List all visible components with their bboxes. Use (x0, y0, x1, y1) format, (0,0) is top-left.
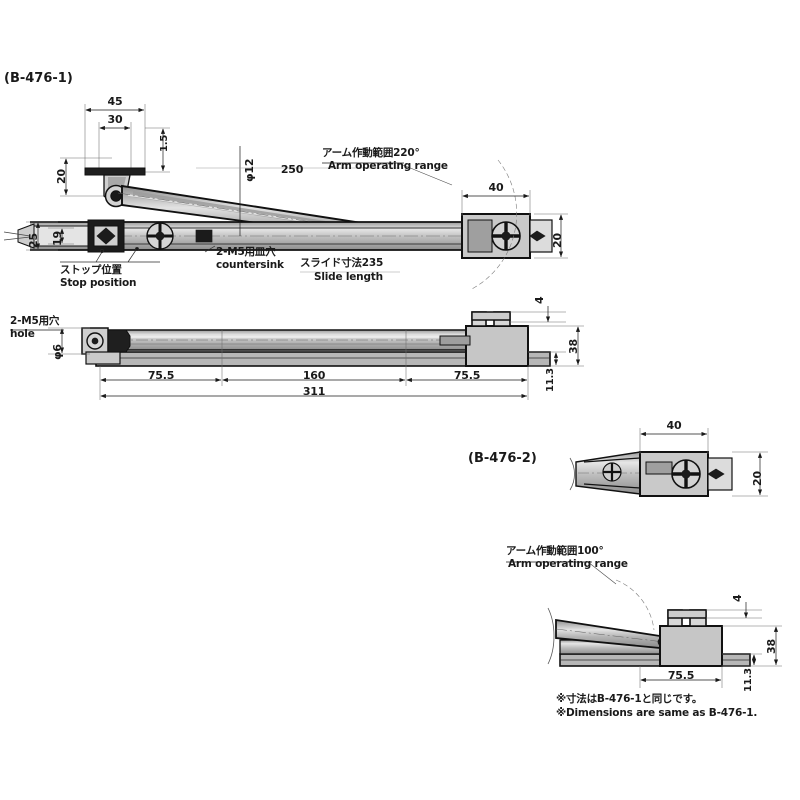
callout-countersink-jp: 2-M5用皿穴 (216, 246, 276, 258)
callout-m5-hole-jp: 2-M5用穴 (10, 315, 60, 327)
dim-middle-segment: 160 (302, 369, 326, 382)
dim-b2-length: 75.5 (667, 669, 695, 682)
dim-rail-inner: 19 (51, 231, 64, 246)
callout-slide-length: スライド寸法235 Slide length (300, 257, 384, 282)
callout-arm-range-220-jp: アーム作動範囲220° (322, 147, 420, 159)
view-side-geometry (10, 306, 584, 400)
callout-stop-position: ストップ位置 Stop position (60, 264, 137, 290)
dim-b2-top-step: 4 (731, 594, 744, 602)
view-tag-b476-2: (B-476-2) (468, 451, 537, 466)
dim-arm-diameter: φ12 (243, 158, 256, 182)
dim-right-segment: 75.5 (453, 369, 481, 382)
view-b2-side-geometry (506, 561, 782, 688)
dim-arm-length: 250 (280, 163, 304, 176)
callout-arm-range-100-jp: アーム作動範囲100° (506, 545, 604, 557)
dim-b2-block-width: 40 (666, 419, 682, 432)
dim-b2-block-height-side: 38 (765, 639, 778, 654)
callout-countersink: 2-M5用皿穴 countersink (216, 246, 284, 272)
footnote-en: ※Dimensions are same as B-476-1. (556, 707, 758, 720)
dim-block-height: 38 (567, 339, 580, 354)
dim-bracket-thickness: 1.5 (159, 134, 170, 152)
dim-slide-block-width: 40 (488, 181, 504, 194)
callout-stop-position-jp: ストップ位置 (60, 264, 122, 276)
dim-bracket-height: 20 (55, 169, 68, 184)
callout-countersink-en: countersink (216, 259, 284, 272)
dim-b2-block-height: 20 (751, 471, 764, 486)
dim-left-segment: 75.5 (147, 369, 175, 382)
view-b2-plan-geometry (569, 428, 768, 497)
view-tag-b476-1: (B-476-1) (4, 71, 73, 86)
callout-arm-range-100-en: Arm operating range (508, 558, 628, 571)
callout-stop-position-en: Stop position (60, 277, 137, 290)
dim-slide-block-height: 20 (551, 233, 564, 248)
callout-arm-range-220: アーム作動範囲220° Arm operating range (322, 147, 448, 171)
dim-rail-height: 25 (27, 233, 40, 248)
dim-rail-thickness: 11.3 (545, 368, 556, 392)
callout-arm-range-220-en: Arm operating range (328, 160, 448, 173)
callout-m5-hole: 2-M5用穴 hole (10, 315, 60, 341)
dim-overall-length: 311 (302, 385, 326, 398)
view-top-geometry (3, 104, 568, 291)
dim-hole-diameter: φ6 (51, 344, 64, 360)
dim-bracket-width-inner: 30 (107, 113, 123, 126)
dim-top-step: 4 (533, 296, 546, 304)
callout-m5-hole-en: hole (10, 328, 35, 341)
dim-b2-rail-thickness: 11.3 (743, 668, 754, 692)
dim-bracket-width-outer: 45 (107, 95, 123, 108)
footnote-jp: ※寸法はB-476-1と同じです。 (556, 693, 703, 705)
callout-slide-length-en: Slide length (314, 271, 383, 284)
footnote: ※寸法はB-476-1と同じです。 ※Dimensions are same a… (556, 693, 758, 720)
callout-slide-length-jp: スライド寸法235 (300, 257, 384, 269)
callout-arm-range-100: アーム作動範囲100° Arm operating range (506, 545, 628, 571)
